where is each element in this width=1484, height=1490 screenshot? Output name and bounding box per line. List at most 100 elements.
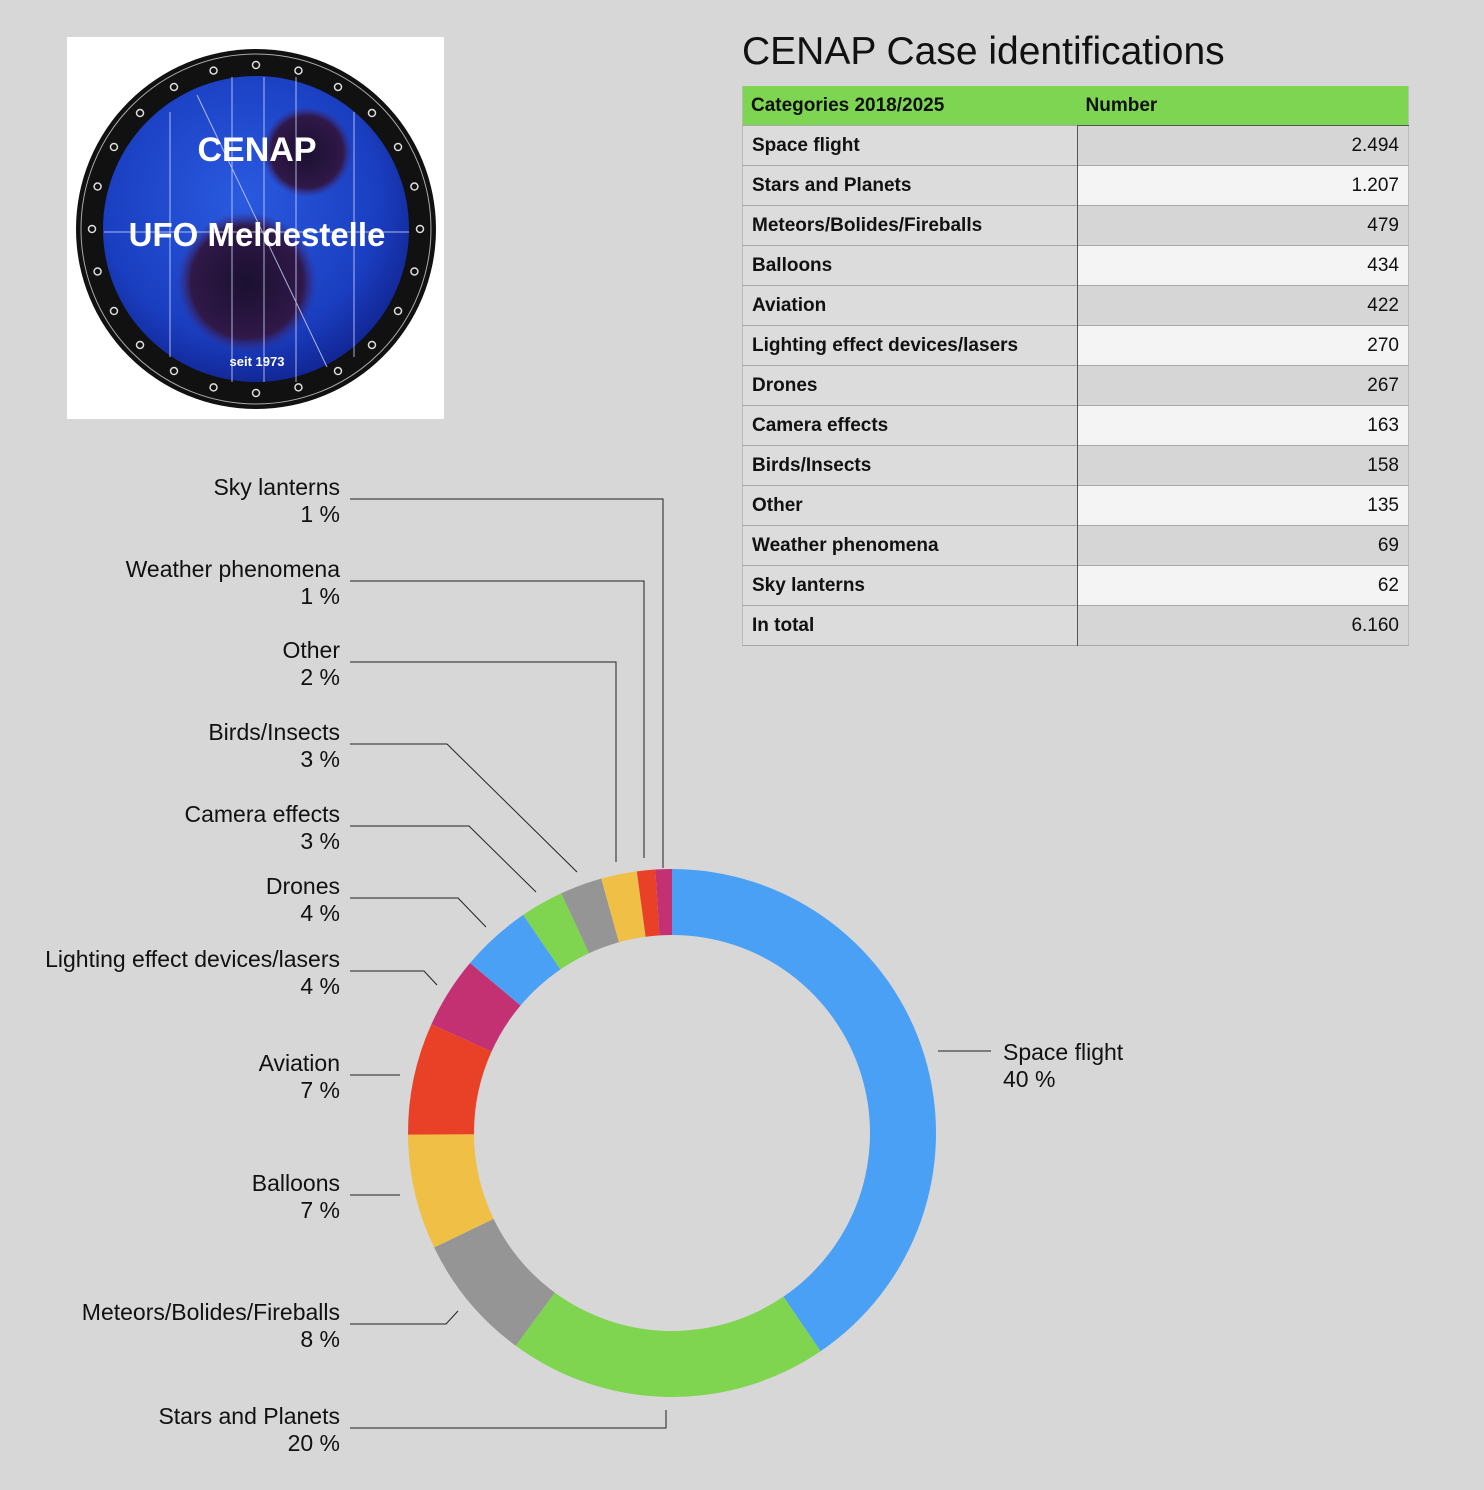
leader-line (350, 897, 487, 928)
category-cell: Stars and Planets (742, 165, 1078, 206)
category-cell: Other (742, 485, 1078, 526)
donut-slice-drones (470, 914, 561, 1006)
slice-label-category: Aviation (258, 1050, 340, 1076)
slice-label-category: Space flight (1003, 1039, 1124, 1065)
donut-slice-stars-and-planets (515, 1292, 821, 1398)
slice-label-percent: 40 % (1003, 1066, 1056, 1092)
slice-label-category: Sky lanterns (213, 474, 340, 500)
category-cell: In total (742, 605, 1078, 646)
number-cell: 267 (1077, 365, 1409, 406)
number-cell: 6.160 (1077, 605, 1409, 646)
number-cell: 270 (1077, 325, 1409, 366)
leader-line (350, 743, 578, 873)
donut-slice-aviation (408, 1024, 492, 1135)
number-cell: 1.207 (1077, 165, 1409, 206)
slice-label-percent: 4 % (300, 900, 340, 926)
donut-slice-weather-phenomena (636, 869, 660, 937)
donut-slice-meteors-bolides-fireballs (434, 1218, 555, 1346)
slice-label-percent: 8 % (300, 1326, 340, 1352)
logo-text-since: seit 1973 (230, 354, 285, 369)
number-cell: 69 (1077, 525, 1409, 566)
category-cell: Space flight (742, 125, 1078, 166)
slice-label-percent: 7 % (300, 1077, 340, 1103)
number-cell: 422 (1077, 285, 1409, 326)
slice-label-category: Other (282, 637, 340, 663)
donut-slice-sky-lanterns (655, 869, 672, 936)
number-cell: 163 (1077, 405, 1409, 446)
donut-slice-birds-insects (561, 878, 619, 954)
category-cell: Sky lanterns (742, 565, 1078, 606)
leader-line (350, 498, 664, 868)
slice-label-percent: 20 % (287, 1430, 340, 1456)
slice-label-category: Lighting effect devices/lasers (45, 946, 340, 972)
number-cell: 158 (1077, 445, 1409, 486)
leader-line (350, 970, 438, 986)
slice-label-category: Meteors/Bolides/Fireballs (81, 1299, 340, 1325)
data-table: Categories 2018/2025 Number Space flight… (742, 86, 1409, 646)
slice-label-percent: 4 % (300, 973, 340, 999)
number-cell: 2.494 (1077, 125, 1409, 166)
slice-label-category: Balloons (251, 1170, 340, 1196)
slice-label-category: Camera effects (184, 801, 340, 827)
leader-line (350, 580, 645, 858)
number-cell: 135 (1077, 485, 1409, 526)
slice-label-category: Stars and Planets (158, 1403, 340, 1429)
slice-label-percent: 7 % (300, 1197, 340, 1223)
category-cell: Drones (742, 365, 1078, 406)
donut-slice-balloons (408, 1134, 494, 1248)
logo-text-meldestelle: UFO Meldestelle (129, 216, 386, 253)
category-cell: Meteors/Bolides/Fireballs (742, 205, 1078, 246)
number-cell: 62 (1077, 565, 1409, 606)
number-cell: 434 (1077, 245, 1409, 286)
category-cell: Camera effects (742, 405, 1078, 446)
donut-slice-space-flight (672, 869, 937, 1352)
column-header-category: Categories 2018/2025 (742, 86, 1078, 126)
category-cell: Balloons (742, 245, 1078, 286)
leader-line (350, 1310, 459, 1325)
donut-slice-camera-effects (523, 893, 590, 970)
donut-slice-other (601, 871, 646, 943)
donut-slice-lighting-effect-devices-lasers (431, 962, 521, 1052)
category-cell: Weather phenomena (742, 525, 1078, 566)
leader-line (350, 661, 617, 862)
slice-label-category: Drones (265, 873, 340, 899)
page-title: CENAP Case identifications (742, 30, 1225, 73)
column-header-number: Number (1077, 86, 1409, 126)
category-cell: Lighting effect devices/lasers (742, 325, 1078, 366)
leader-line (350, 825, 537, 893)
slice-label-category: Birds/Insects (208, 719, 340, 745)
slice-label-percent: 1 % (300, 583, 340, 609)
slice-label-percent: 1 % (300, 501, 340, 527)
slice-label-percent: 2 % (300, 664, 340, 690)
number-cell: 479 (1077, 205, 1409, 246)
cenap-logo: CENAP UFO Meldestelle seit 1973 (67, 37, 444, 419)
leader-line (350, 1410, 667, 1429)
slice-label-category: Weather phenomena (125, 556, 340, 582)
category-cell: Birds/Insects (742, 445, 1078, 486)
